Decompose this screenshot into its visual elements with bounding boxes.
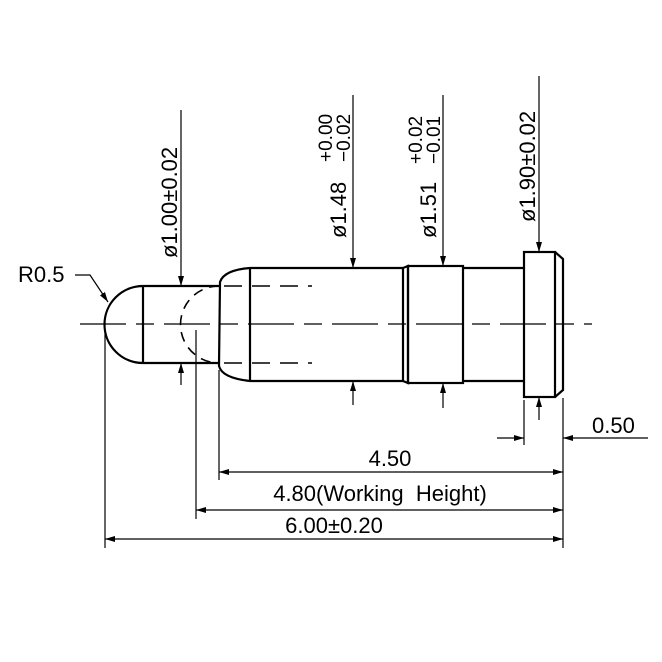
barrel	[217, 250, 565, 399]
ring-diameter-label: ø1.51	[416, 182, 441, 238]
ring-tol-lower: −0.01	[424, 116, 445, 164]
barrel-length-label: 4.50	[369, 446, 412, 471]
dim-head-diameter: ø1.90±0.02	[515, 76, 542, 420]
head-thickness-label: 0.50	[592, 413, 635, 438]
radius-label: R0.5	[18, 262, 64, 287]
dim-total-length: 6.00±0.20	[105, 513, 563, 542]
working-height-label: 4.80(Working Height)	[273, 481, 487, 506]
ring-tol-upper: +0.02	[406, 116, 427, 164]
radius-leader	[75, 274, 109, 303]
plunger-diameter-label: ø1.48	[326, 182, 351, 238]
dim-barrel-length: 4.50	[219, 446, 563, 475]
plunger-tol-upper: +0.00	[316, 114, 337, 162]
tip-diameter-label: ø1.00±0.02	[157, 147, 182, 258]
total-length-label: 6.00±0.20	[285, 513, 383, 538]
dim-head-thickness: 0.50	[497, 413, 648, 441]
dim-ring-diameter: ø1.51 +0.02 −0.01	[406, 95, 446, 408]
dim-plunger-diameter: ø1.48 +0.00 −0.02	[316, 95, 356, 405]
head-diameter-label: ø1.90±0.02	[515, 111, 540, 222]
dim-working-height: 4.80(Working Height)	[196, 481, 563, 513]
plunger-tol-lower: −0.02	[334, 114, 355, 162]
dim-tip-diameter: ø1.00±0.02	[157, 110, 184, 385]
